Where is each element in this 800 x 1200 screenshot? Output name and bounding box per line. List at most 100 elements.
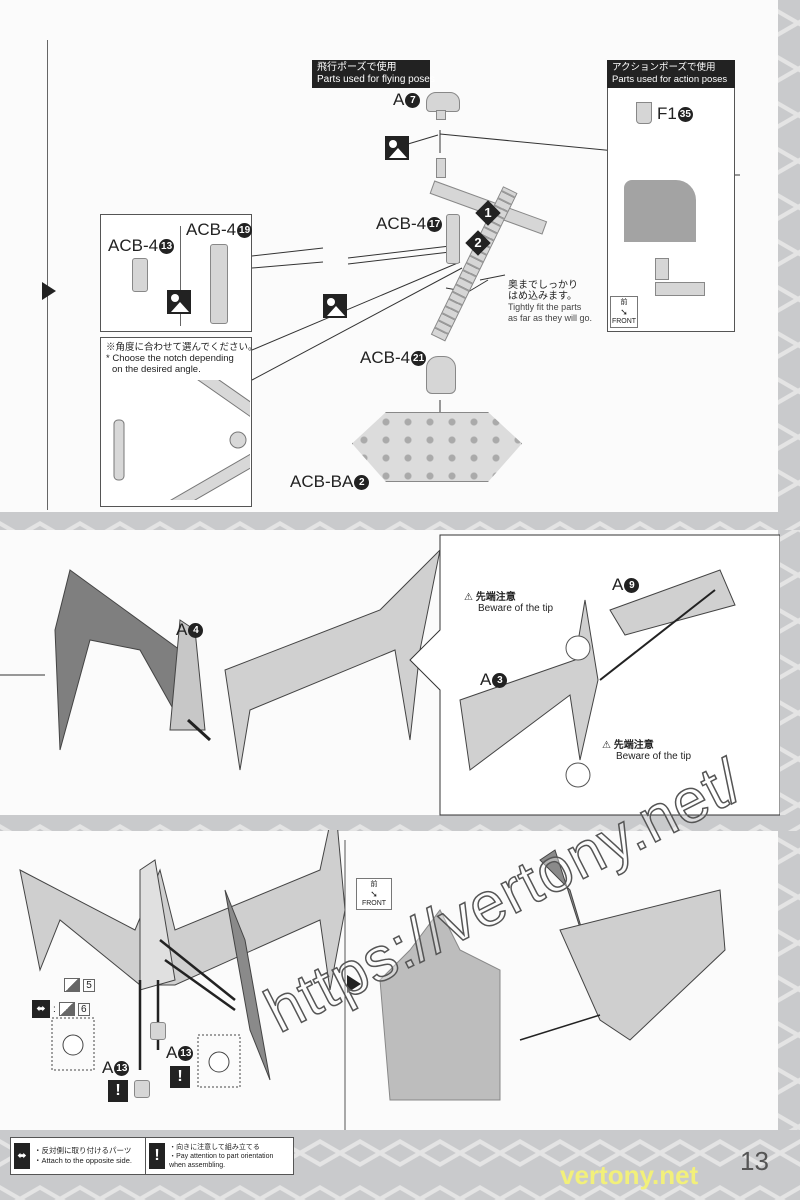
front-arrow-icon: ➘ xyxy=(370,889,378,899)
action-header-jp: アクションポーズで使用 xyxy=(612,62,716,73)
part-number: 35 xyxy=(677,107,693,122)
part-letter: A xyxy=(393,90,405,109)
part-acb4-13-image xyxy=(132,258,148,292)
cut-icon xyxy=(323,294,347,318)
legend-jp: ・反対側に取り付けるパーツ xyxy=(34,1146,132,1155)
flying-header-jp: 飛行ポーズで使用 xyxy=(317,62,397,73)
part-letter: ACB-4 xyxy=(376,214,427,233)
section-2-graphics xyxy=(0,534,780,816)
part-number: 7 xyxy=(405,93,421,108)
cut-icon xyxy=(167,290,191,314)
warning-icon: ⚠ xyxy=(464,592,473,603)
part-letter: ACB-4 xyxy=(108,236,159,255)
front-en: FRONT xyxy=(361,900,387,907)
part-acb4-19-image xyxy=(210,244,228,324)
caution-tip-2: ⚠ 先端注意 Beware of the tip xyxy=(602,740,691,762)
part-letter: A xyxy=(612,575,624,594)
section-divider-1 xyxy=(0,512,800,530)
part-letter: ACB-4 xyxy=(186,220,237,239)
page-number: 13 xyxy=(740,1146,769,1176)
fit-note-jp2: はめ込みます。 xyxy=(508,291,577,302)
part-number: 17 xyxy=(427,217,443,232)
caution-en: Beware of the tip xyxy=(478,603,554,614)
section-3-graphics xyxy=(19,830,726,1130)
robot-hip-image xyxy=(624,180,696,242)
section-1-left-rule xyxy=(47,40,48,510)
part-letter: A xyxy=(176,620,188,639)
exclamation-icon: ! xyxy=(149,1143,166,1169)
part-number: 13 xyxy=(114,1061,130,1076)
part-acb4-17-image xyxy=(446,214,460,264)
stand-adapter-image xyxy=(655,258,669,280)
notch-divider xyxy=(180,226,181,326)
section-3-pointer-icon xyxy=(347,975,361,993)
colon: : xyxy=(53,1003,56,1015)
front-jp: 前 xyxy=(620,299,628,306)
front-en: FRONT xyxy=(611,318,637,325)
fit-note-en2: as far as they will go. xyxy=(508,313,593,323)
caution-tip-1: ⚠ 先端注意 Beware of the tip xyxy=(464,592,553,614)
part-number: 2 xyxy=(354,475,370,490)
part-letter: A xyxy=(102,1058,114,1077)
legend-item-orientation: ! ・向きに注意して組み立てる ・Pay attention to part o… xyxy=(146,1138,293,1174)
legend-en: ・Attach to the opposite side. xyxy=(34,1156,132,1165)
caution-jp: 先端注意 xyxy=(613,740,654,751)
fit-note: 奥までしっかり はめ込みます。 Tightly fit the parts as… xyxy=(508,280,592,324)
part-a7-peg xyxy=(436,110,446,120)
part-letter: ACB-BA xyxy=(290,472,354,491)
part-letter: F1 xyxy=(657,104,677,123)
notch-note-en2: on the desired angle. xyxy=(112,364,201,375)
section-divider-2 xyxy=(0,815,800,831)
notch-note-en1: * Choose the notch depending xyxy=(106,353,234,364)
caution-en: Beware of the tip xyxy=(616,751,692,762)
part-number: 9 xyxy=(624,578,640,593)
fit-note-jp1: 奥までしっかり xyxy=(508,280,578,291)
watermark-corner: vertony.net xyxy=(560,1160,699,1190)
legend-en2: when assembling. xyxy=(169,1161,226,1169)
legend-en1: ・Pay attention to part orientation xyxy=(169,1152,274,1160)
part-number: 13 xyxy=(159,239,175,254)
part-acb4-21-image xyxy=(426,356,456,394)
part-a7-image xyxy=(426,92,460,112)
option-6-number: 6 xyxy=(77,1002,90,1016)
caution-jp: 先端注意 xyxy=(475,592,516,603)
cut-icon xyxy=(385,136,409,160)
notch-angle-illustration xyxy=(113,380,250,500)
action-header-en: Parts used for action poses xyxy=(612,74,728,85)
stand-arm-top-peg xyxy=(436,158,446,178)
option-5: 5 xyxy=(64,978,95,992)
part-number: 4 xyxy=(188,623,204,638)
opposite-side-icon: ⬌ xyxy=(14,1143,30,1169)
part-letter: A xyxy=(166,1043,178,1062)
option-5-number: 5 xyxy=(83,978,95,992)
legend-item-opposite-side: ⬌ ・反対側に取り付けるパーツ ・Attach to the opposite … xyxy=(11,1138,147,1174)
front-indicator: 前 ➘ FRONT xyxy=(356,878,392,910)
front-arrow-icon: ➘ xyxy=(620,307,628,317)
step-pointer-icon xyxy=(42,282,56,300)
stand-arm-end-image xyxy=(655,282,705,296)
part-number: 21 xyxy=(411,351,427,366)
flying-header-en: Parts used for flying poses xyxy=(317,74,435,85)
part-number: 13 xyxy=(178,1046,194,1061)
part-letter: A xyxy=(480,670,492,689)
part-a13-right-image xyxy=(150,1022,166,1040)
part-f1-35-image xyxy=(636,102,652,124)
part-letter: ACB-4 xyxy=(360,348,411,367)
flying-poses-header: 飛行ポーズで使用 Parts used for flying poses xyxy=(312,60,435,88)
wing-angle-icon xyxy=(64,978,80,992)
part-a13-left-image xyxy=(134,1080,150,1098)
step-1-number: 1 xyxy=(484,205,492,220)
fit-note-en1: Tightly fit the parts xyxy=(508,302,582,312)
orientation-warning-icon: ! xyxy=(170,1066,190,1088)
